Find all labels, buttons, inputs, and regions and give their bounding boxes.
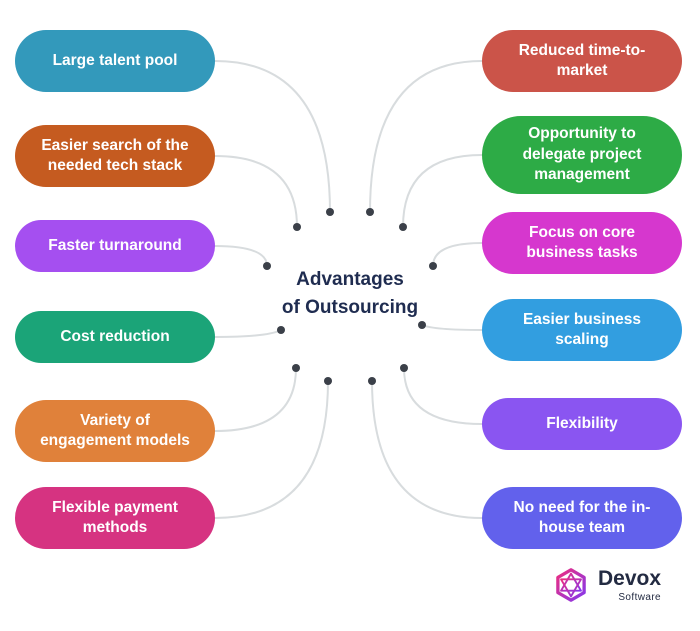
advantage-pill: Focus on core business tasks (482, 212, 682, 274)
devox-hexagon-logo-icon (556, 568, 586, 602)
devox-logo-name: Devox (598, 566, 662, 590)
connector-line (403, 367, 483, 425)
advantage-pill: Faster turnaround (15, 220, 215, 272)
connector-line (402, 154, 483, 228)
advantage-pill-label: Focus on core business tasks (526, 223, 638, 261)
connector-dot (418, 321, 426, 329)
advantage-pill: Easier search of the needed tech stack (15, 125, 215, 187)
advantage-pill: Variety of engagement models (15, 400, 215, 462)
devox-logo-text: Devox Software (598, 568, 661, 603)
connector-line (432, 242, 483, 267)
connector-line (421, 324, 483, 331)
connector-dot (366, 208, 374, 216)
advantage-pill: Cost reduction (15, 311, 215, 363)
center-title-line1: Advantages (296, 269, 404, 290)
advantage-pill: Flexible payment methods (15, 487, 215, 549)
advantage-pill: Reduced time-to-market (482, 30, 682, 92)
connector-line (214, 155, 298, 228)
advantage-pill: Large talent pool (15, 30, 215, 92)
devox-logo-subtitle: Software (618, 591, 662, 603)
advantage-pill-label: Reduced time-to-market (518, 41, 646, 79)
connector-dot (277, 326, 285, 334)
advantage-pill-label: Flexible payment methods (52, 498, 178, 536)
connector-dot (263, 262, 271, 270)
connector-dot (400, 364, 408, 372)
advantage-pill: Flexibility (482, 398, 682, 450)
connector-dot (368, 377, 376, 385)
advantage-pill: Opportunity to delegate project manageme… (482, 116, 682, 194)
advantage-pill-label: Easier search of the needed tech stack (41, 136, 189, 174)
advantage-pill-label: Faster turnaround (48, 236, 182, 254)
connector-line (214, 380, 329, 519)
connector-line (214, 329, 282, 338)
advantage-pill-label: Easier business scaling (522, 310, 642, 348)
advantage-pill-label: Large talent pool (52, 51, 178, 69)
connector-line (214, 245, 268, 267)
connector-line (369, 60, 483, 213)
connector-dot (429, 262, 437, 270)
connector-dot (293, 223, 301, 231)
advantage-pill-label: Variety of engagement models (40, 411, 190, 449)
connector-line (371, 380, 483, 519)
advantage-pill: Easier business scaling (482, 299, 682, 361)
connector-line (214, 367, 297, 432)
connector-dot (324, 377, 332, 385)
advantage-pill-label: Opportunity to delegate project manageme… (522, 125, 642, 184)
center-title-line2: of Outsourcing (281, 296, 419, 318)
connector-dot (326, 208, 334, 216)
center-title: Advantages of Outsourcing (260, 266, 440, 321)
connector-dot (399, 223, 407, 231)
devox-logo: Devox Software (552, 566, 661, 604)
advantage-pill-label: Cost reduction (60, 327, 170, 345)
advantage-pill-label: Flexibility (546, 414, 618, 432)
connector-line (214, 60, 331, 213)
advantage-pill: No need for the in-house team (482, 487, 682, 549)
connector-dot (292, 364, 300, 372)
advantage-pill-label: No need for the in-house team (513, 498, 651, 536)
